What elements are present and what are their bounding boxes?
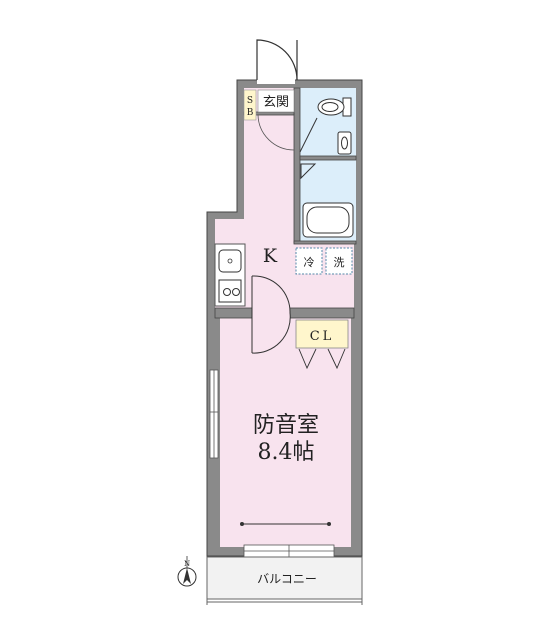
- balcony: バルコニー: [206, 556, 363, 605]
- north-compass-icon: N: [177, 556, 197, 587]
- toilet-sink-icon: [337, 131, 352, 155]
- closet-doors[interactable]: [298, 348, 346, 370]
- fridge-space: 冷: [295, 247, 323, 275]
- closet: CL: [295, 319, 349, 370]
- washer-label: 洗: [334, 256, 345, 269]
- north-label: N: [184, 560, 190, 568]
- main-room-floor: [220, 318, 351, 547]
- kitchen-counter: [214, 243, 246, 307]
- kitchen-sink-icon: [218, 249, 242, 273]
- shoe-box: [243, 89, 257, 121]
- entrance-inner-swing: [257, 114, 295, 151]
- sb-label-bottom: B: [247, 108, 254, 118]
- room-rail: [240, 522, 331, 526]
- toilet-icon: [317, 97, 352, 117]
- washroom-floor: [300, 160, 356, 198]
- room-size: 8.4帖: [258, 440, 315, 465]
- closet-label: CL: [310, 329, 335, 344]
- entrance-box: [257, 89, 295, 113]
- bathtub-icon: [302, 202, 354, 238]
- washer-space: 洗: [325, 247, 353, 275]
- balcony-label: バルコニー: [257, 572, 317, 586]
- sb-label-top: S: [247, 96, 253, 106]
- fridge-label: 冷: [304, 256, 315, 269]
- entrance-door[interactable]: [256, 39, 298, 84]
- left-window[interactable]: [209, 369, 219, 459]
- room-name: 防音室: [253, 413, 319, 438]
- toilet-door[interactable]: [299, 117, 318, 153]
- room-door[interactable]: [251, 275, 291, 354]
- bottom-window[interactable]: [243, 544, 335, 558]
- washroom-door[interactable]: [300, 163, 317, 180]
- kitchen-label: K: [263, 245, 278, 267]
- entrance-label: 玄関: [263, 95, 289, 110]
